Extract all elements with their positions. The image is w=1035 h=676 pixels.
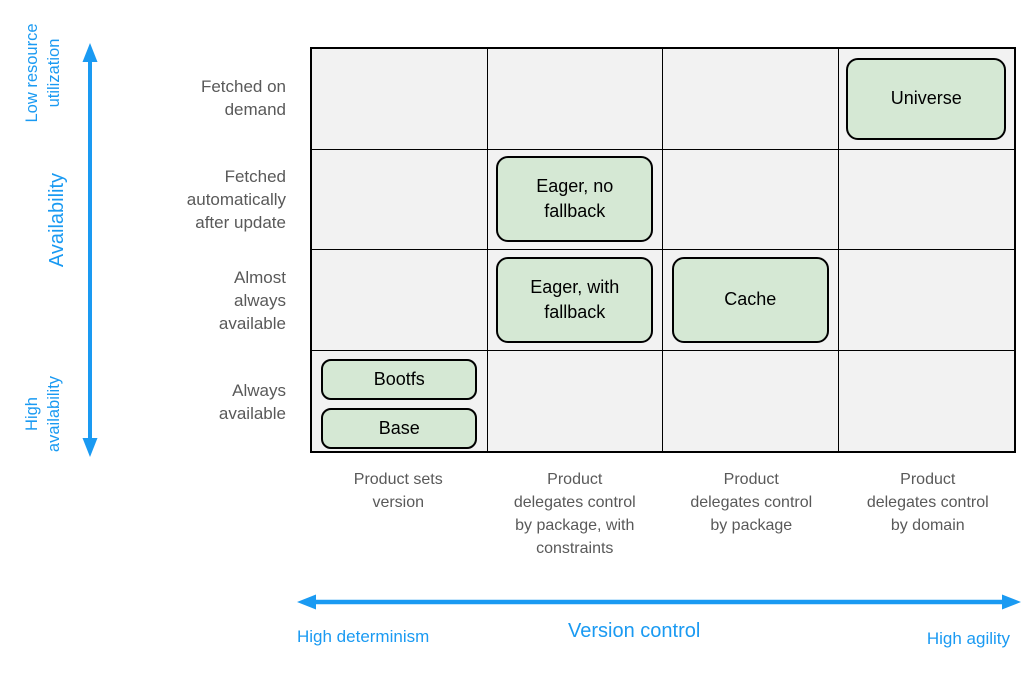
cell-r2c2: Eager, no fallback [487, 149, 663, 250]
cell-r3c4 [838, 250, 1014, 351]
box-base: Base [321, 407, 478, 449]
row-label-fetched-on-demand: Fetched on demand [200, 76, 286, 119]
box-universe: Universe [846, 57, 1007, 140]
box-eager-with-fallback: Eager, with fallback [496, 256, 654, 343]
x-axis-title: Version control [568, 620, 701, 642]
cell-r3c3: Cache [663, 250, 839, 351]
cell-r4c1: Bootfs Base [312, 350, 488, 451]
x-axis-right-label: High agility [926, 629, 1010, 648]
box-cache: Cache [671, 256, 829, 343]
cell-r2c1 [312, 149, 488, 250]
cell-r2c4 [838, 149, 1014, 250]
cell-r1c3 [663, 49, 839, 150]
column-labels: Product sets version Product delegates c… [310, 468, 1016, 560]
cell-r1c1 [312, 49, 488, 150]
arrow-up-icon [82, 43, 98, 62]
box-eager-no-fallback: Eager, no fallback [496, 156, 654, 243]
y-axis-top-label: Low resource utilization [23, 23, 63, 123]
cell-r4c2 [487, 350, 663, 451]
cell-r1c4: Universe [838, 49, 1014, 150]
cell-r2c3 [663, 149, 839, 250]
cell-r3c1 [312, 250, 488, 351]
row-label-always-available: Always available [218, 381, 286, 424]
availability-axis-arrow [82, 43, 98, 457]
cell-r1c2 [487, 49, 663, 150]
version-control-axis-arrow [297, 594, 1021, 610]
y-axis-bottom-label: High availability [23, 375, 63, 453]
col-label-delegates-by-domain: Product delegates control by domain [866, 471, 989, 534]
arrow-down-icon [82, 438, 98, 457]
col-label-delegates-by-package-constraints: Product delegates control by package, wi… [513, 471, 636, 557]
arrow-left-icon [297, 594, 316, 610]
box-bootfs: Bootfs [321, 358, 478, 400]
row-label-fetched-automatically: Fetched automatically after update [186, 166, 286, 232]
row-label-almost-always-available: Almost always available [218, 268, 286, 334]
cell-r4c4 [838, 350, 1014, 451]
row-labels: Fetched on demand Fetched automatically … [120, 47, 286, 453]
col-label-delegates-by-package: Product delegates control by package [690, 471, 813, 534]
cell-r3c2: Eager, with fallback [487, 250, 663, 351]
arrow-right-icon [1002, 594, 1021, 610]
y-axis-title: Availability [46, 172, 68, 268]
x-axis-left-label: High determinism [297, 627, 430, 646]
matrix-grid: Universe Eager, no fallback Eager, with … [310, 47, 1016, 453]
cell-r4c3 [663, 350, 839, 451]
col-label-product-sets-version: Product sets version [353, 471, 443, 511]
